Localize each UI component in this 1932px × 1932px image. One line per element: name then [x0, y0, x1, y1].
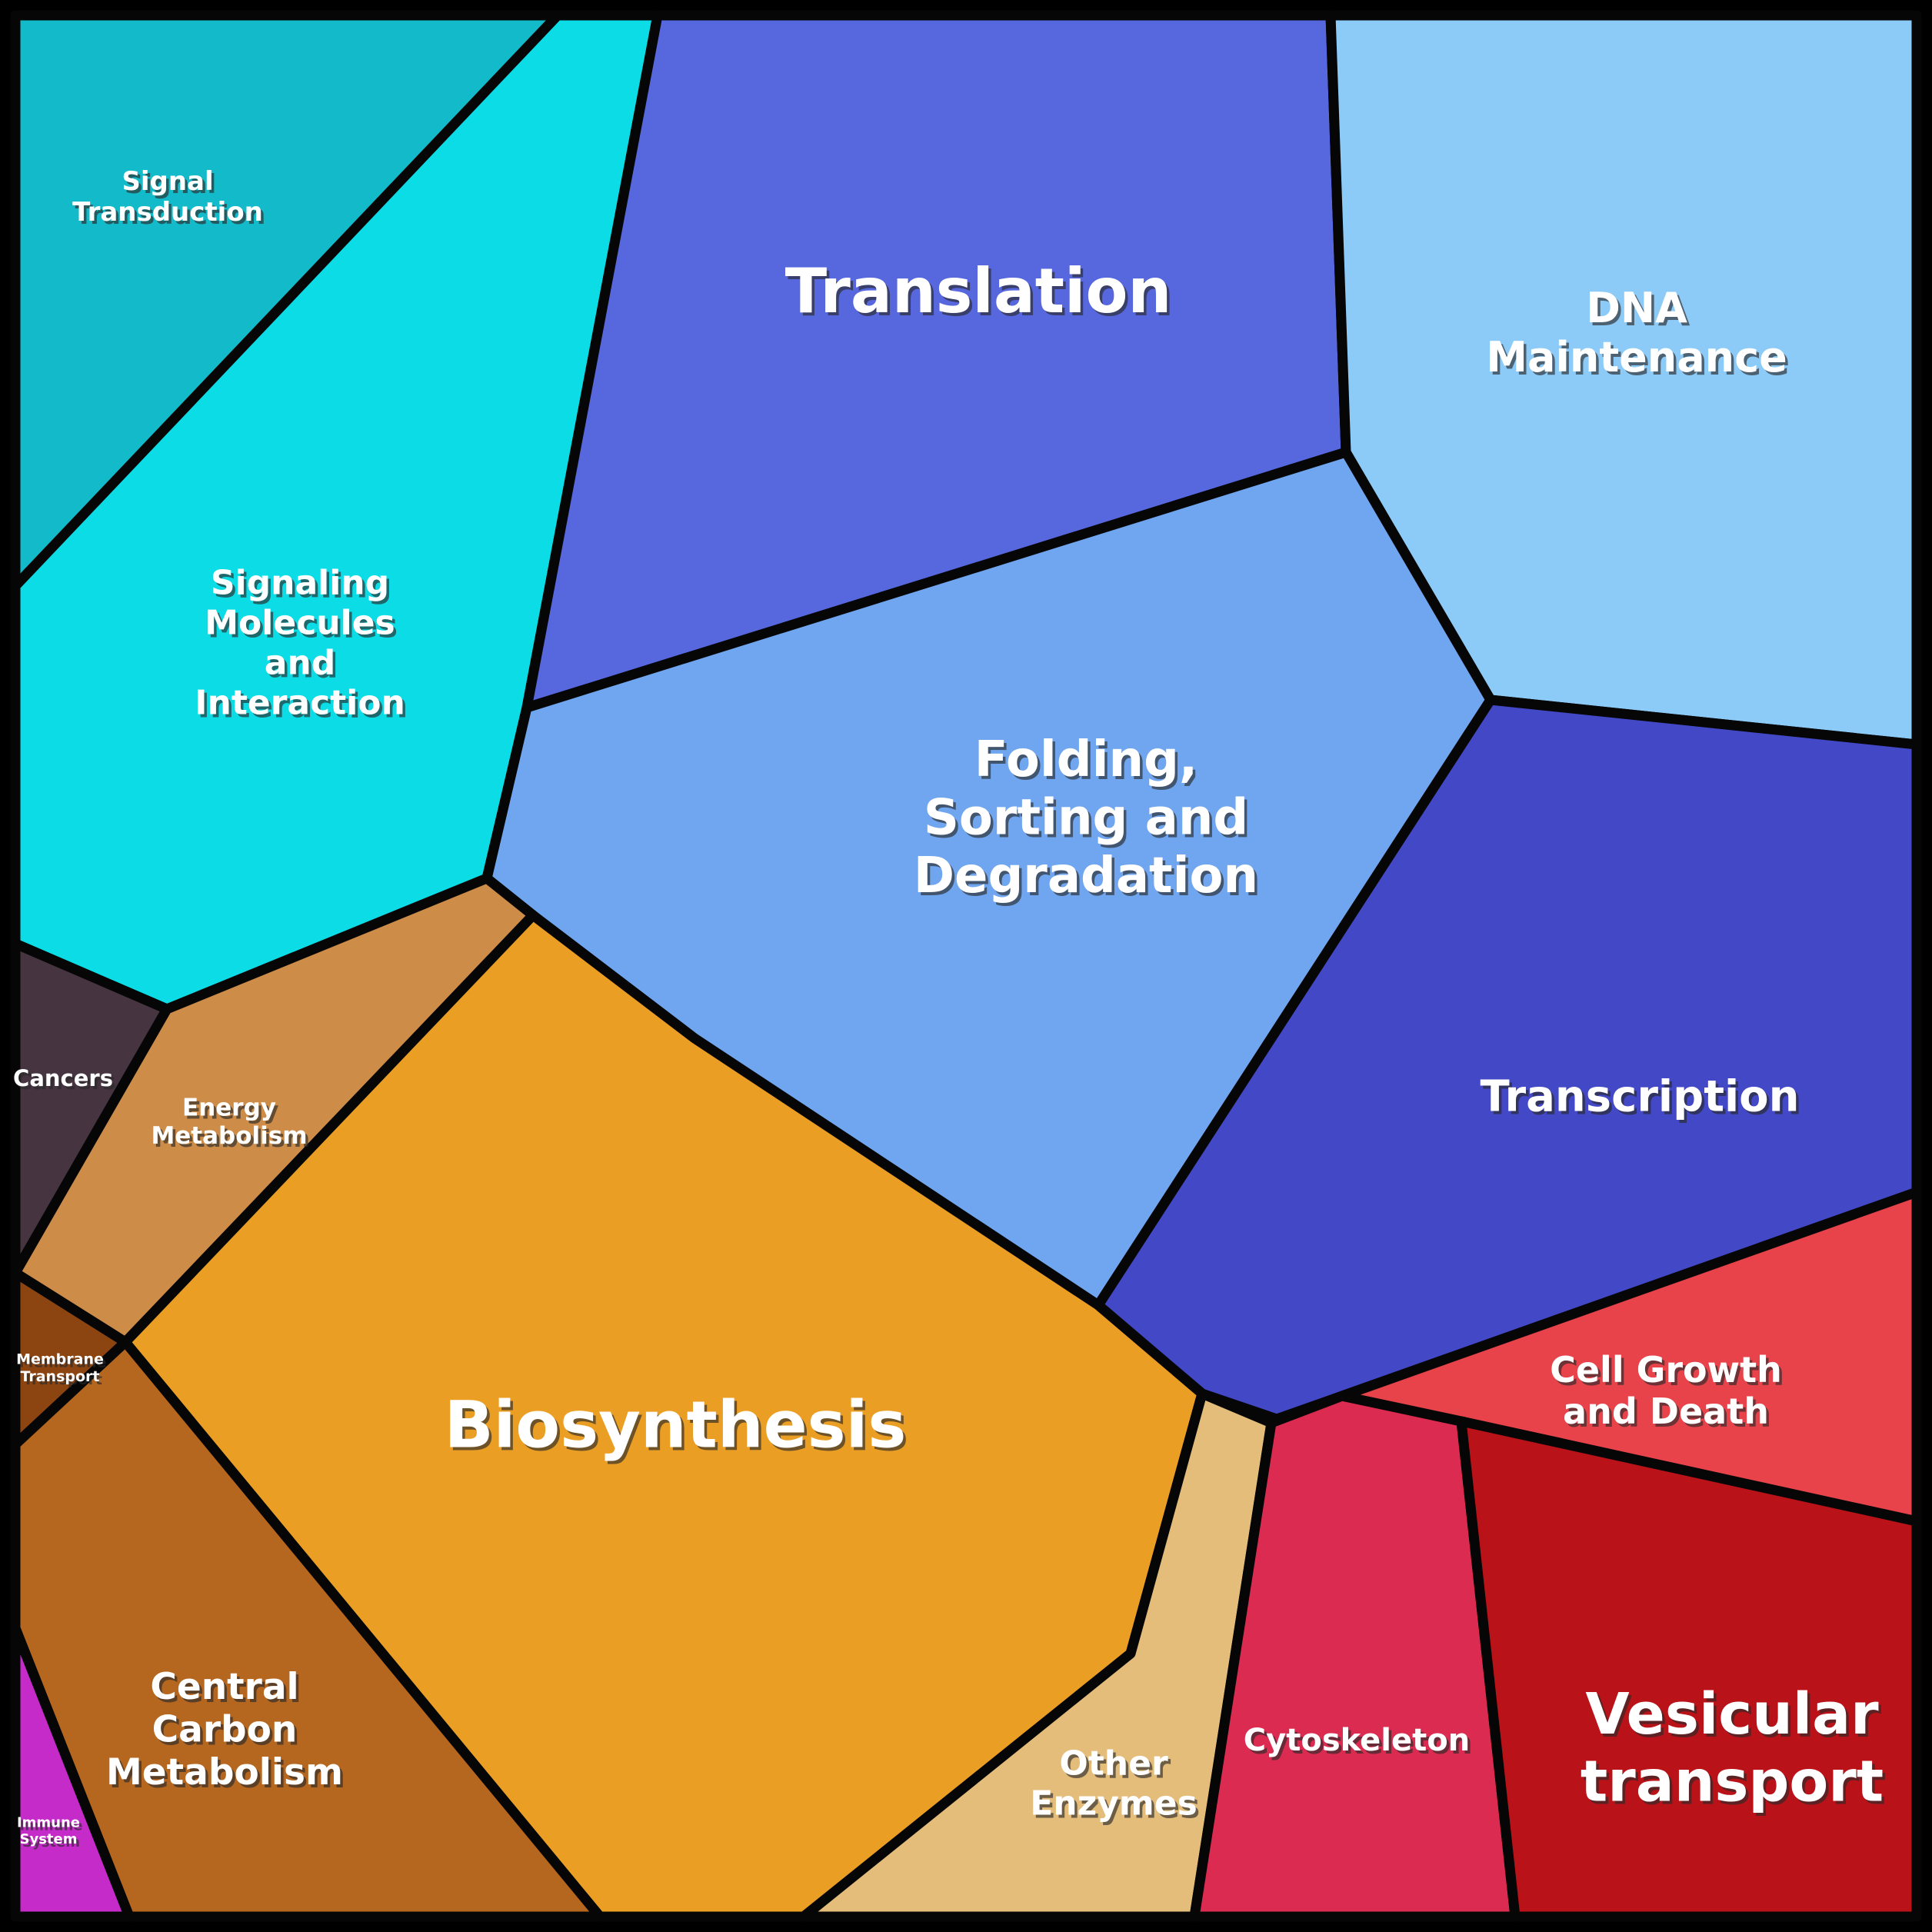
region-vesicular-transport	[1456, 1416, 1922, 1922]
region-immune-system	[10, 1623, 135, 1922]
region-central-carbon-metabolism	[10, 1337, 605, 1922]
